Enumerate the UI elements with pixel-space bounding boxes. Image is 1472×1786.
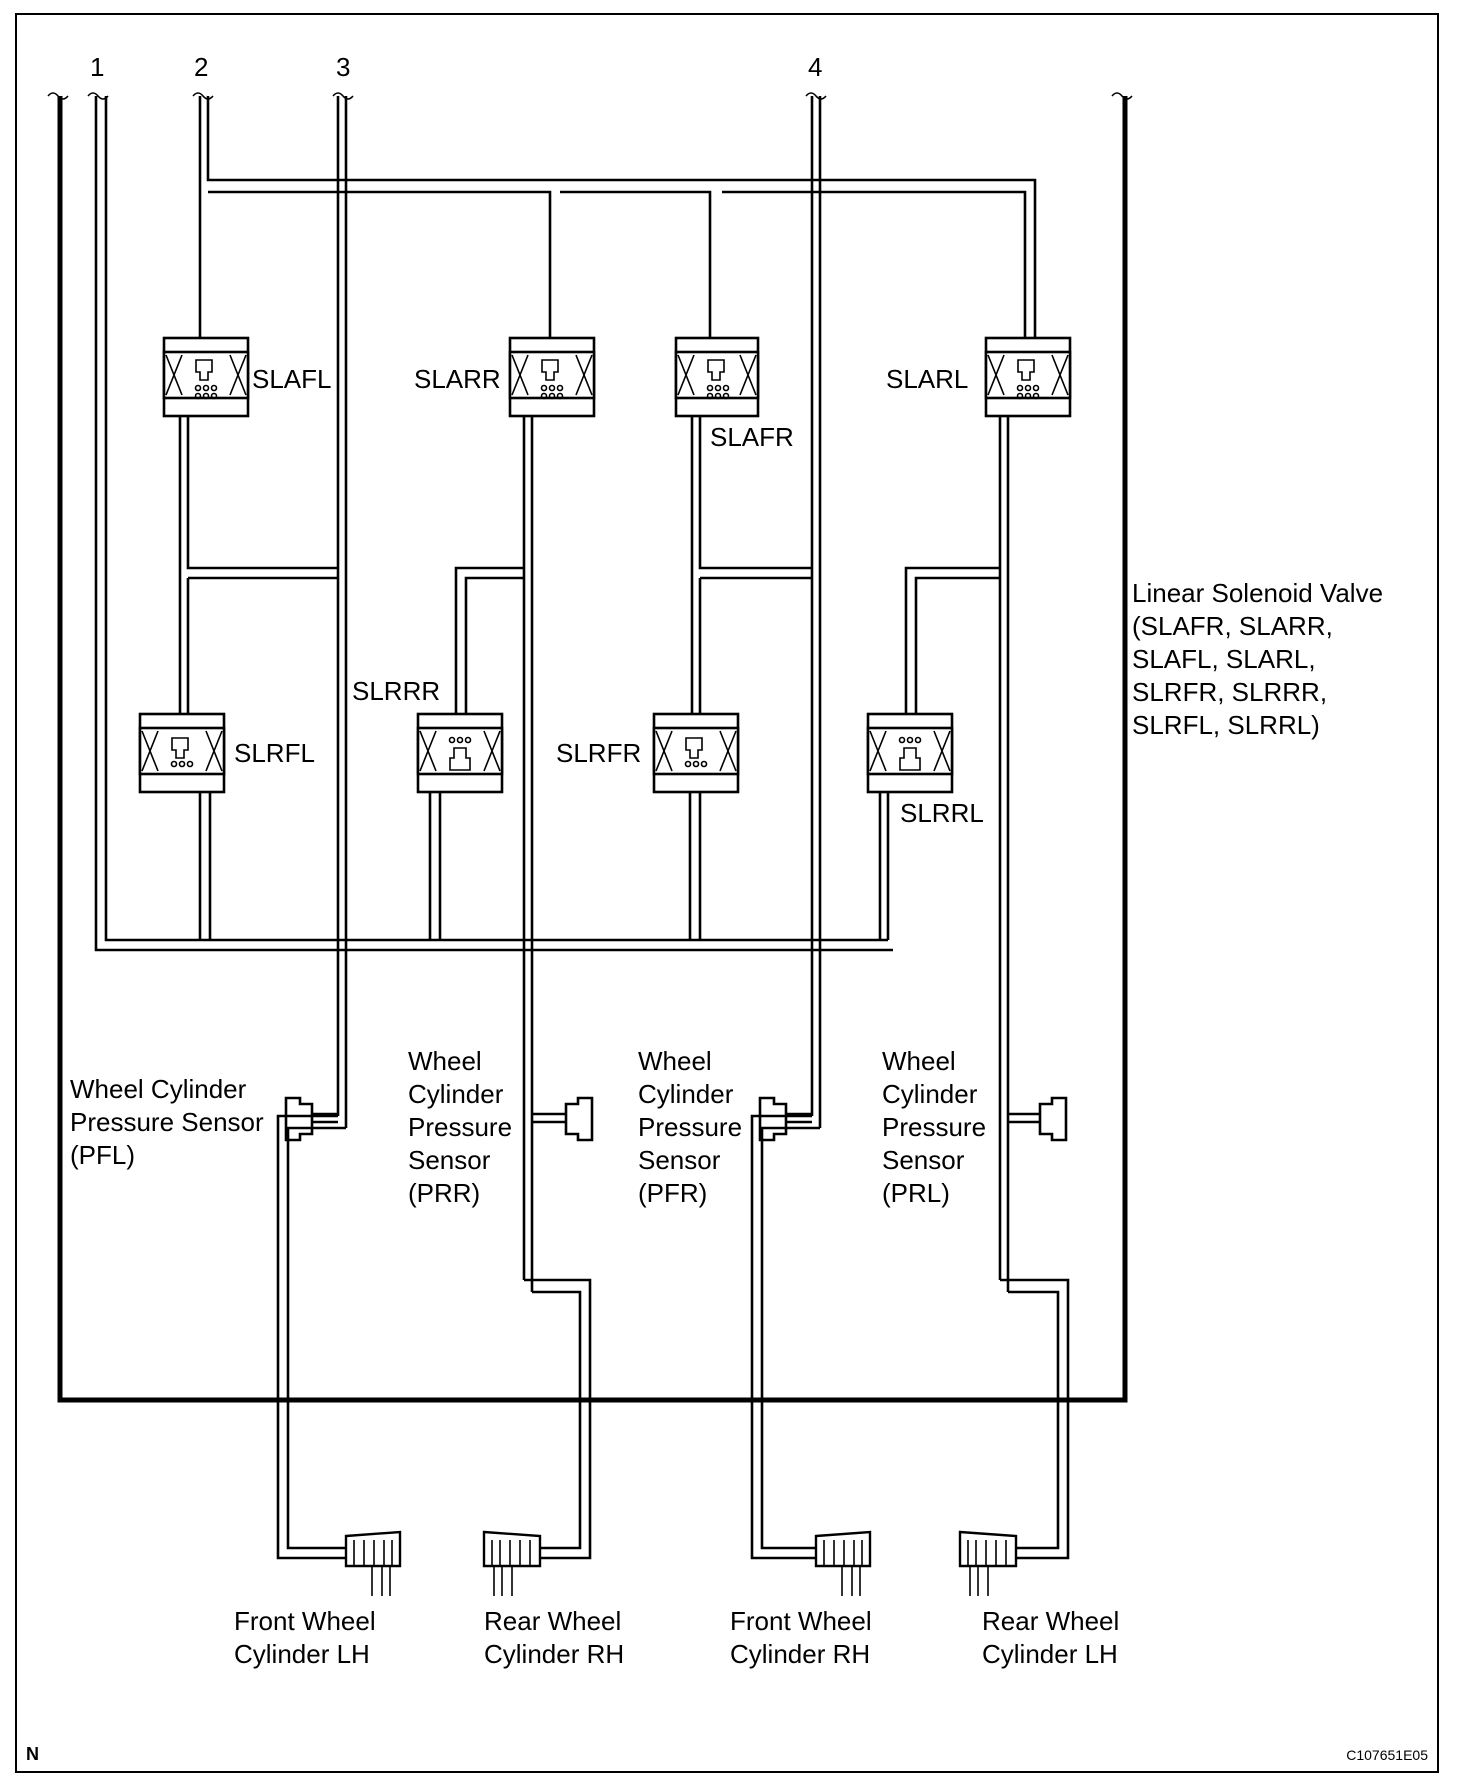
valve-label-slafr: SLAFR — [710, 422, 794, 452]
cyl-rrh-line-2: Cylinder RH — [484, 1639, 624, 1669]
pressure-sensor-pfr — [758, 1096, 812, 1142]
cyl-flh-line-2: Cylinder LH — [234, 1639, 370, 1669]
valve-label-slarr: SLARR — [414, 364, 501, 394]
sensor-label-pfr: Wheel Cylinder Pressure Sensor (PFR) — [638, 1046, 742, 1208]
cyl-rrh-line-1: Rear Wheel — [484, 1606, 621, 1636]
valve-slafr — [674, 336, 760, 418]
wheel-cylinder-front-rh — [814, 1530, 872, 1596]
pressure-sensor-prr — [532, 1096, 594, 1142]
wheel-cylinder-front-lh — [344, 1530, 402, 1596]
valve-label-slrfl: SLRFL — [234, 738, 315, 768]
sensor-pfr-line-3: Pressure — [638, 1112, 742, 1142]
line-2-header — [198, 96, 1037, 340]
sensor-prr-line-1: Wheel — [408, 1046, 482, 1076]
reservoir-return-line — [57, 96, 1128, 1403]
valve-slrfl — [138, 712, 226, 794]
legend-line-5: SLRFL, SLRRL) — [1132, 710, 1320, 740]
wheel-cylinder-pipes — [276, 1114, 1070, 1560]
sensor-pfl-line-3: (PFL) — [70, 1140, 135, 1170]
footer-left-mark: N — [26, 1744, 39, 1764]
sensor-pfr-line-1: Wheel — [638, 1046, 712, 1076]
sensor-pfl-line-2: Pressure Sensor — [70, 1107, 264, 1137]
valve-label-slafl: SLAFL — [252, 364, 332, 394]
wheel-cylinder-rear-rh — [482, 1530, 542, 1596]
cyl-frh-line-2: Cylinder RH — [730, 1639, 870, 1669]
sensor-prl-line-4: Sensor — [882, 1145, 965, 1175]
cyl-frh-line-1: Front Wheel — [730, 1606, 872, 1636]
cyl-rlh-line-1: Rear Wheel — [982, 1606, 1119, 1636]
legend-line-3: SLAFL, SLARL, — [1132, 644, 1316, 674]
sensor-pfl-line-1: Wheel Cylinder — [70, 1074, 247, 1104]
line-4-pipe — [810, 96, 822, 1128]
outer-border — [15, 13, 1439, 1773]
footer-figure-code: C107651E05 — [1346, 1747, 1428, 1763]
sensor-prr-line-4: Sensor — [408, 1145, 491, 1175]
line-3-pipe — [336, 96, 348, 1128]
sensor-label-prr: Wheel Cylinder Pressure Sensor (PRR) — [408, 1046, 512, 1208]
sensor-prl-line-3: Pressure — [882, 1112, 986, 1142]
port-1-label: 1 — [90, 52, 104, 82]
legend-line-4: SLRFR, SLRRR, — [1132, 677, 1327, 707]
sensor-pfr-line-4: Sensor — [638, 1145, 721, 1175]
sensor-prl-line-5: (PRL) — [882, 1178, 950, 1208]
valve-slrrl — [866, 712, 954, 794]
cyl-flh-line-1: Front Wheel — [234, 1606, 376, 1636]
sensor-pfr-line-2: Cylinder — [638, 1079, 734, 1109]
sensor-label-pfl: Wheel Cylinder Pressure Sensor (PFL) — [70, 1074, 264, 1170]
valve-interconnect-pipes — [178, 416, 1010, 1292]
sensor-prr-line-3: Pressure — [408, 1112, 512, 1142]
break-marks — [47, 92, 1133, 100]
sensor-prr-line-5: (PRR) — [408, 1178, 480, 1208]
sensor-prr-line-2: Cylinder — [408, 1079, 504, 1109]
valve-label-slrrr: SLRRR — [352, 676, 440, 706]
solenoid-legend: Linear Solenoid Valve (SLAFR, SLARR, SLA… — [1132, 578, 1383, 740]
port-2-label: 2 — [194, 52, 208, 82]
wheel-cylinder-rear-lh — [958, 1530, 1018, 1596]
line-1-pipe — [94, 96, 893, 952]
port-3-label: 3 — [336, 52, 350, 82]
valve-slrrr — [416, 712, 504, 794]
pressure-sensor-pfl — [284, 1096, 338, 1142]
sensor-label-prl: Wheel Cylinder Pressure Sensor (PRL) — [882, 1046, 986, 1208]
legend-line-2: (SLAFR, SLARR, — [1132, 611, 1333, 641]
valve-slarl — [984, 336, 1072, 418]
sensor-pfr-line-5: (PFR) — [638, 1178, 707, 1208]
valve-label-slrfr: SLRFR — [556, 738, 641, 768]
legend-line-1: Linear Solenoid Valve — [1132, 578, 1383, 608]
port-4-label: 4 — [808, 52, 822, 82]
sensor-prl-line-2: Cylinder — [882, 1079, 978, 1109]
pressure-sensor-prl — [1008, 1096, 1068, 1142]
valve-slrfr — [652, 712, 740, 794]
valve-slafl — [162, 336, 250, 418]
valve-label-slarl: SLARL — [886, 364, 968, 394]
sensor-prl-line-1: Wheel — [882, 1046, 956, 1076]
valve-label-slrrl: SLRRL — [900, 798, 984, 828]
valve-slarr — [508, 336, 596, 418]
cyl-rlh-line-2: Cylinder LH — [982, 1639, 1118, 1669]
